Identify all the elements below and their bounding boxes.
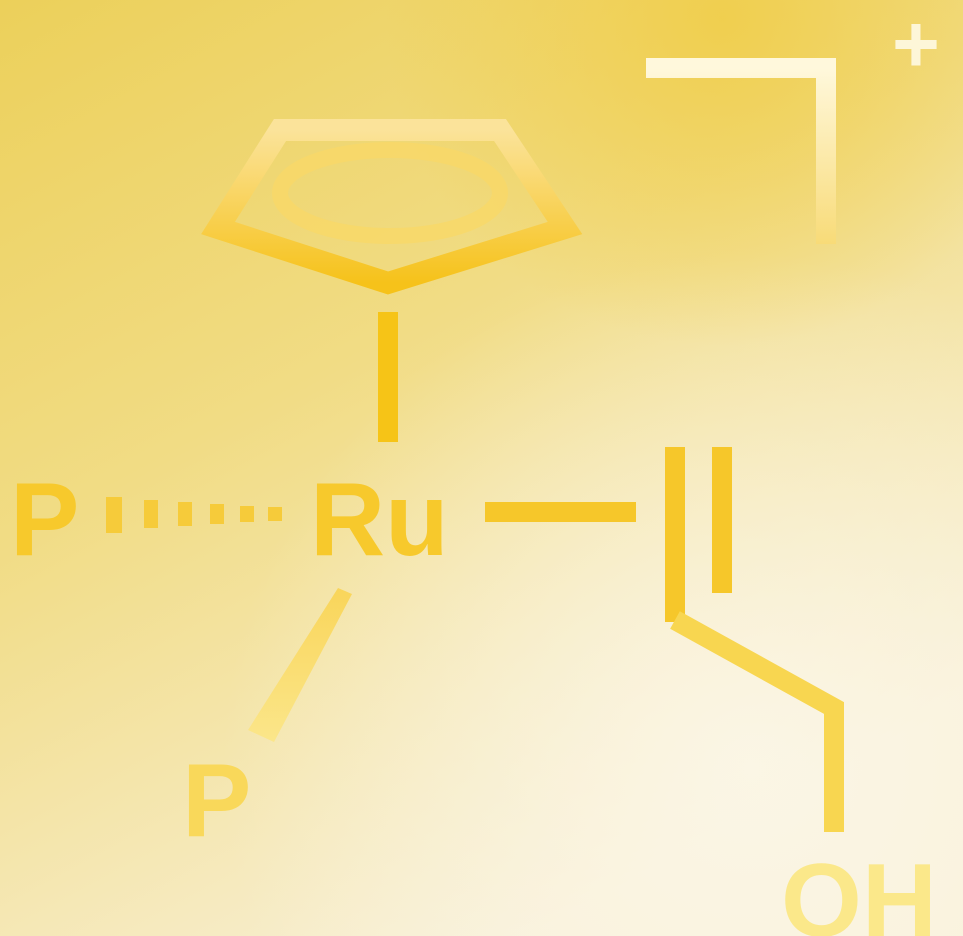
allyl-alcohol-chain <box>665 447 844 832</box>
hashed-bond-left-p <box>106 497 282 533</box>
wedge-bond-bottom-p <box>248 588 352 742</box>
atom-label-p-bottom: P <box>182 743 251 859</box>
cp-pentagon <box>201 119 583 295</box>
atom-label-p-left: P <box>10 462 79 578</box>
atom-label-ru: Ru <box>310 462 449 578</box>
ch2-chain <box>670 611 844 832</box>
atom-label-oh: OH <box>781 843 937 936</box>
cyclopentadienyl-ring <box>201 119 583 295</box>
cp-aromatic-circle <box>272 142 508 244</box>
charge-label: + <box>892 0 940 90</box>
cation-bracket <box>646 58 836 244</box>
